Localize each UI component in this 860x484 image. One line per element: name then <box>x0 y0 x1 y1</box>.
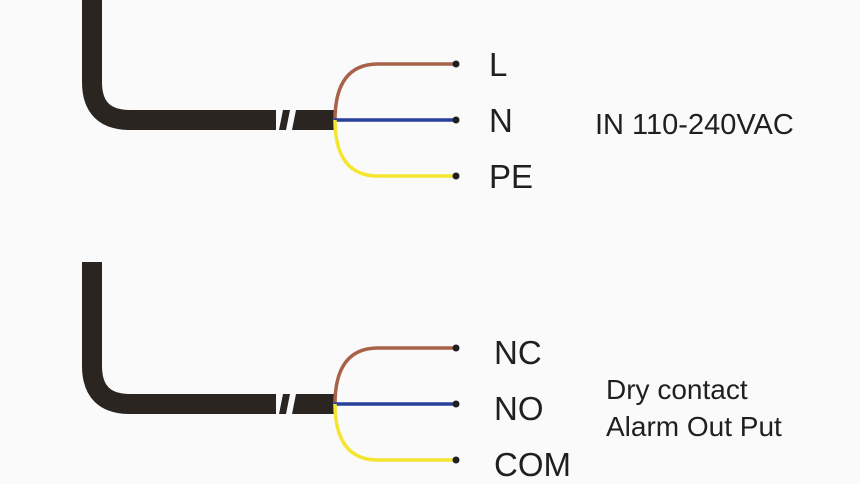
alarm-cable-break-piece <box>279 394 290 414</box>
alarm-wire-yellow <box>333 403 455 462</box>
alarm-cable-stub <box>292 394 334 414</box>
power-cable-group <box>82 0 460 180</box>
alarm-cable-group <box>82 262 460 464</box>
alarm-cable-jacket <box>82 262 276 414</box>
terminal-dot-pe <box>452 172 460 180</box>
power-input-description: IN 110-240VAC <box>595 109 794 141</box>
alarm-description-line1: Dry contact <box>606 374 748 405</box>
terminal-label-n: N <box>489 102 513 139</box>
terminal-label-pe: PE <box>489 158 534 195</box>
alarm-wire-brown <box>333 346 455 405</box>
alarm-description-line2: Alarm Out Put <box>606 411 782 442</box>
terminal-dot-l <box>452 60 460 68</box>
terminal-dot-no <box>452 400 460 408</box>
terminal-label-com: COM <box>494 446 571 483</box>
terminal-dot-nc <box>452 344 460 352</box>
power-wire-yellow <box>333 119 455 178</box>
terminal-label-l: L <box>489 46 508 83</box>
terminal-label-nc: NC <box>494 334 542 371</box>
terminal-dot-n <box>452 116 460 124</box>
power-cable-break-piece <box>279 110 290 130</box>
power-cable-stub <box>292 110 334 130</box>
power-wire-brown <box>333 62 455 121</box>
power-cable-jacket <box>82 0 276 130</box>
terminal-label-no: NO <box>494 390 544 427</box>
terminal-dot-com <box>452 456 460 464</box>
